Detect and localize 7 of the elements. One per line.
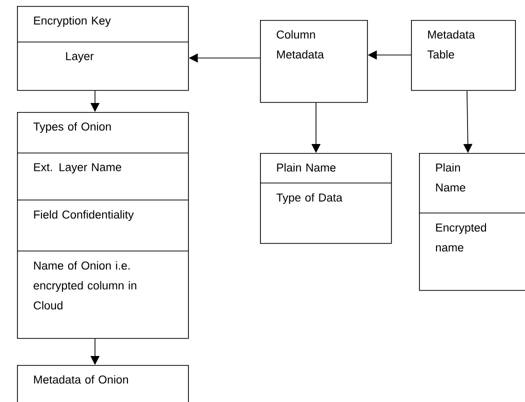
table-box: Plain Name Encrypted name (418, 153, 525, 291)
table-box: Metadata of Onion (17, 365, 189, 402)
table-box: Metadata Table (411, 20, 516, 91)
table-box: Encryption Key Layer (16, 6, 189, 91)
table-box: Plain Name Type of Data (260, 153, 392, 244)
table-box: Column Metadata (260, 20, 368, 103)
table-box: Types of Onion Ext. Layer Name Field Confidentiality Name of Onion i.e. encrypted column in Cloud (16, 112, 189, 339)
